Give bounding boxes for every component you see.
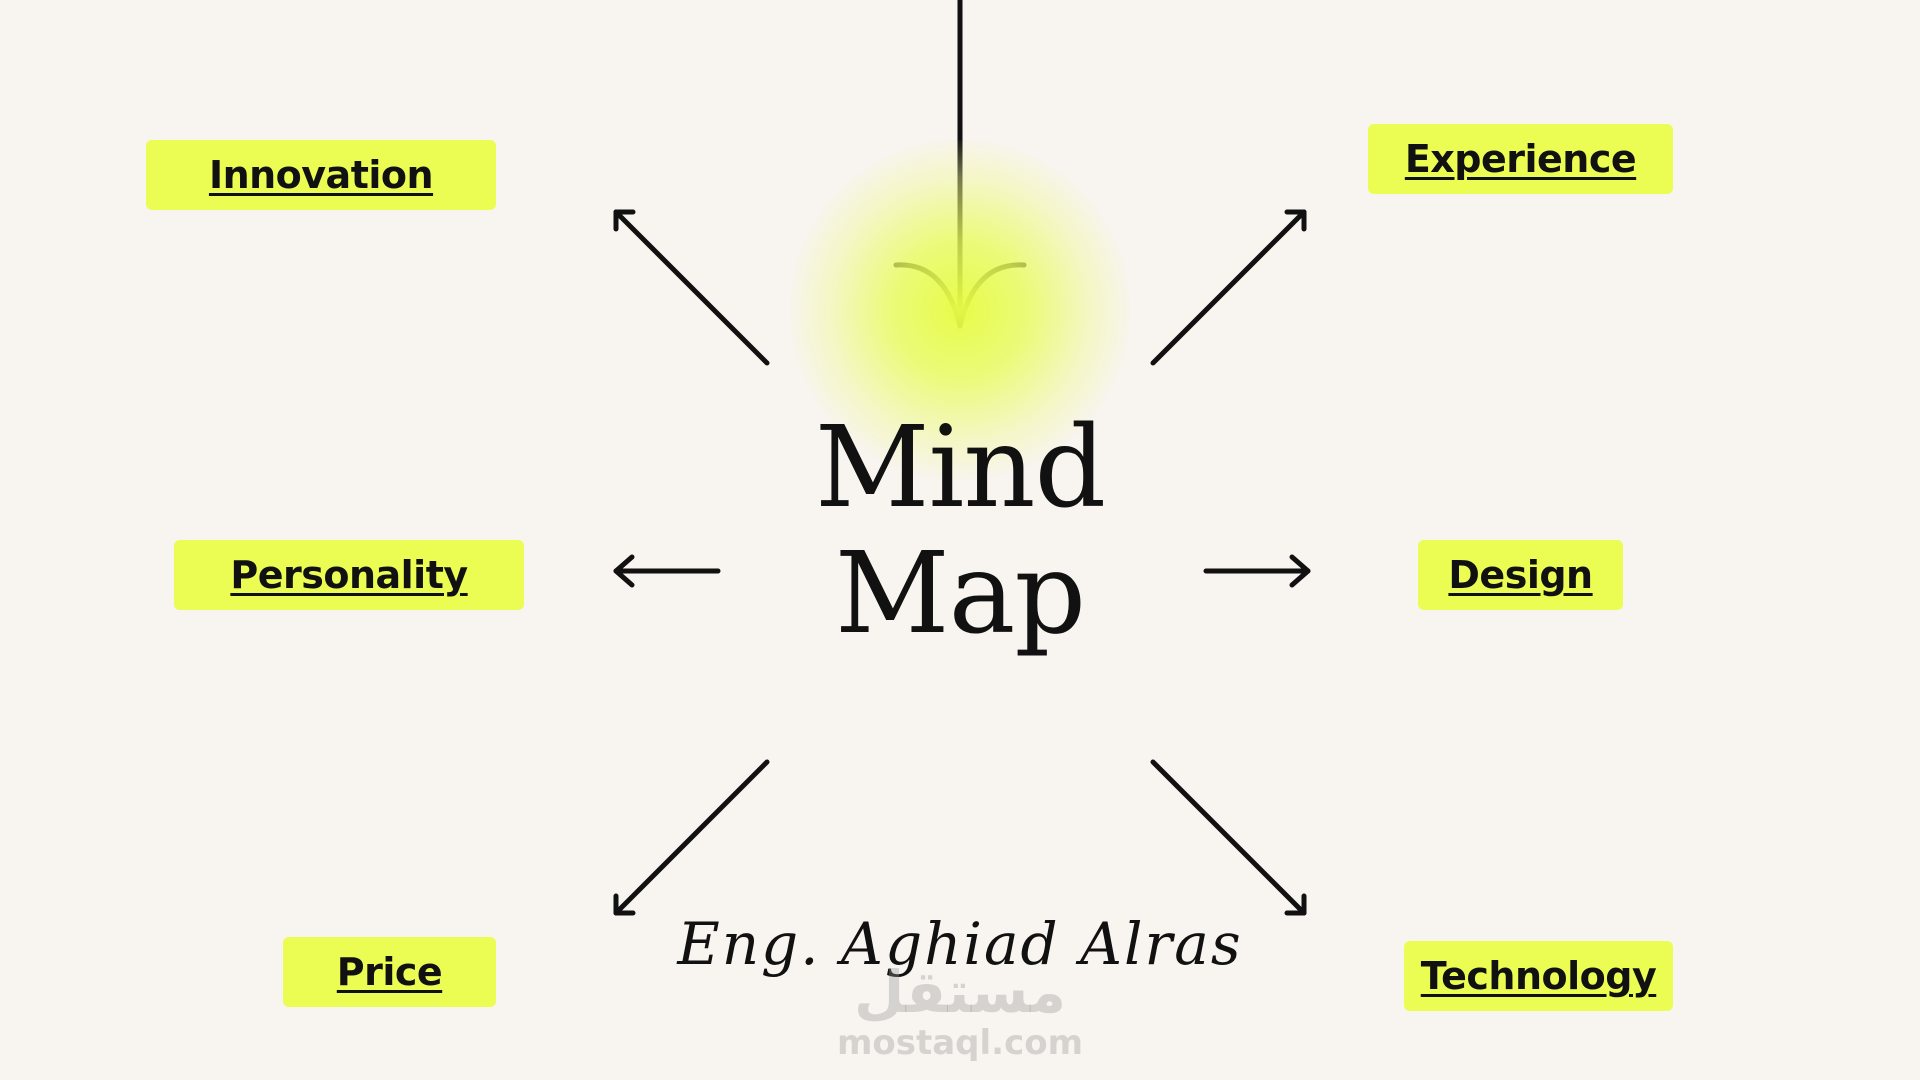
arrow-innovation-head [613,209,636,232]
title-line-2: Map [834,529,1086,659]
node-technology[interactable]: Technology [1404,941,1673,1011]
arrow-technology-shaft [1150,759,1307,916]
arrow-technology-head [1284,893,1307,916]
arrow-design-head [1289,554,1311,588]
node-personality[interactable]: Personality [174,540,524,610]
author-name: Eng. Aghiad Alras [677,910,1243,978]
arrow-innovation-shaft [613,209,770,366]
watermark-latin: mostaql.com [836,1023,1084,1063]
watermark-logo: مستقل mostaql.com [800,960,1120,1062]
arrow-price-head [613,893,636,916]
arrow-experience-shaft [1150,209,1307,366]
center-glow [790,140,1130,480]
title-line-1: Mind [814,403,1106,533]
mind-map-title: Mind Map [760,405,1160,657]
node-design[interactable]: Design [1418,540,1623,610]
arrow-personality-head [613,554,635,588]
node-price[interactable]: Price [283,937,496,1007]
node-experience[interactable]: Experience [1368,124,1673,194]
arrow-experience-head [1284,209,1307,232]
arrow-price-shaft [613,759,770,916]
node-innovation[interactable]: Innovation [146,140,496,210]
watermark-arabic: مستقل [853,958,1067,1026]
